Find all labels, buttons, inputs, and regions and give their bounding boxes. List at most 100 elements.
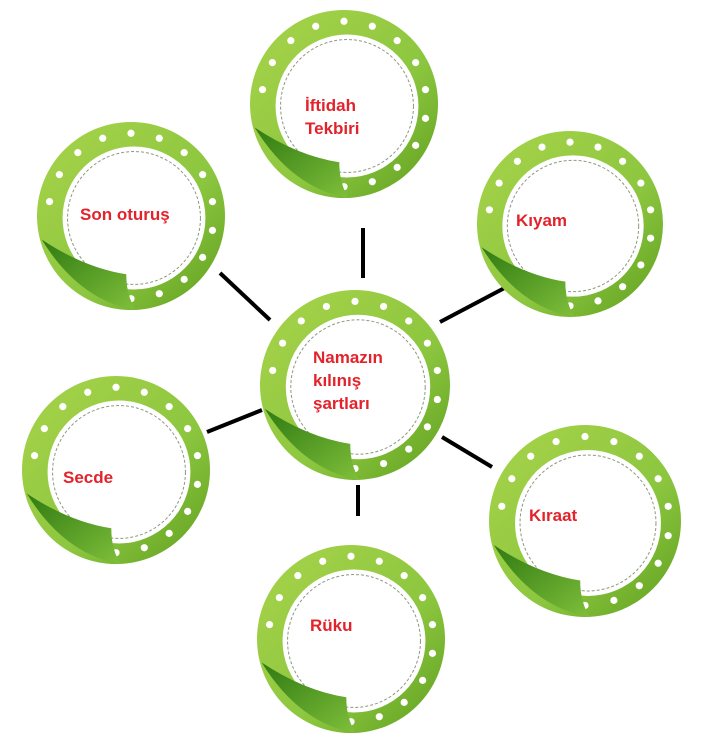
dot [508,475,516,483]
label-area [282,569,426,713]
dot [393,37,401,45]
label-area [515,450,661,596]
dot [112,383,120,391]
node-label-secde: Secde [63,466,113,489]
center-label-line: şartları [313,394,370,413]
peel-curl [481,247,575,317]
dot [347,552,355,560]
peel-curl [493,545,590,617]
label-area [275,34,419,178]
dot [99,134,107,142]
dot [265,621,274,629]
center-label-line: Namazın [313,348,383,367]
dot [400,698,408,706]
dot [184,425,192,433]
connector-line [440,435,494,469]
dot [433,395,441,404]
dot [275,594,283,602]
dot [421,114,430,122]
node-kiyam [477,131,663,317]
dot [165,403,173,411]
center-label: Namazın kılınış şartları [313,346,383,415]
dot [59,403,67,411]
node-label-kiyam: Kıyam [516,209,567,232]
dashed-border [506,159,640,293]
dot [654,559,662,567]
dot [428,621,437,629]
dot [538,143,546,151]
dot [552,438,560,446]
dot [140,544,148,552]
dot [165,529,173,537]
dot [368,22,376,30]
dot [646,234,655,242]
node-label-kiraat: Kıraat [529,504,577,527]
dot [610,438,618,446]
dot [84,388,92,396]
dot [199,171,207,179]
dashed-border [67,151,201,285]
center-label-line: kılınış [313,371,362,390]
dot [423,423,431,431]
dashed-border [290,319,426,455]
dot [594,297,602,305]
dot [297,317,305,325]
dot [527,452,535,460]
dot [319,557,327,565]
dot [287,37,295,45]
dot [664,502,672,510]
dot [405,317,413,325]
center-node [260,290,450,480]
dot [664,532,672,540]
dot [180,149,188,157]
dot [619,157,627,165]
dot [646,206,655,214]
dot [199,253,207,261]
dot [45,198,54,206]
dot [193,452,202,460]
dot [208,198,217,206]
dot [419,594,427,602]
peel-curl [264,408,360,480]
dot [155,134,163,142]
dot [412,59,420,67]
node-label-ruku: Rüku [310,614,353,637]
node-son-oturus [37,122,225,310]
dot [594,143,602,151]
dot [433,366,441,375]
node-iftidah-tekbiri [250,10,438,198]
dot [279,339,287,347]
dot [379,302,388,311]
label-area [47,400,191,544]
peel-curl [41,239,136,310]
label-area [502,155,644,297]
peel-curl [254,127,349,198]
peel-curl [261,662,356,733]
dot [421,86,430,94]
dot [208,226,217,234]
node-label-iftidah-tekbiri: İftidah Tekbiri [305,94,359,140]
dot [581,432,589,441]
dot [637,179,645,187]
node-label-line: Kıraat [529,506,578,525]
dot [495,179,503,187]
dashed-border [287,574,421,708]
dot [637,261,645,269]
dot [180,275,188,283]
dot [513,157,521,165]
node-label-line: Kıyam [516,211,568,230]
node-label-line: İftidah [305,96,356,115]
dashed-border [52,405,186,539]
dot [393,163,401,171]
dot [294,572,302,580]
dot [193,480,202,488]
dot [400,572,408,580]
node-label-line: Rüku [310,616,353,635]
dot [654,475,662,483]
dot [322,302,331,311]
node-label-line: Son oturuş [80,205,170,224]
dot [485,206,494,214]
node-ruku [257,545,445,733]
